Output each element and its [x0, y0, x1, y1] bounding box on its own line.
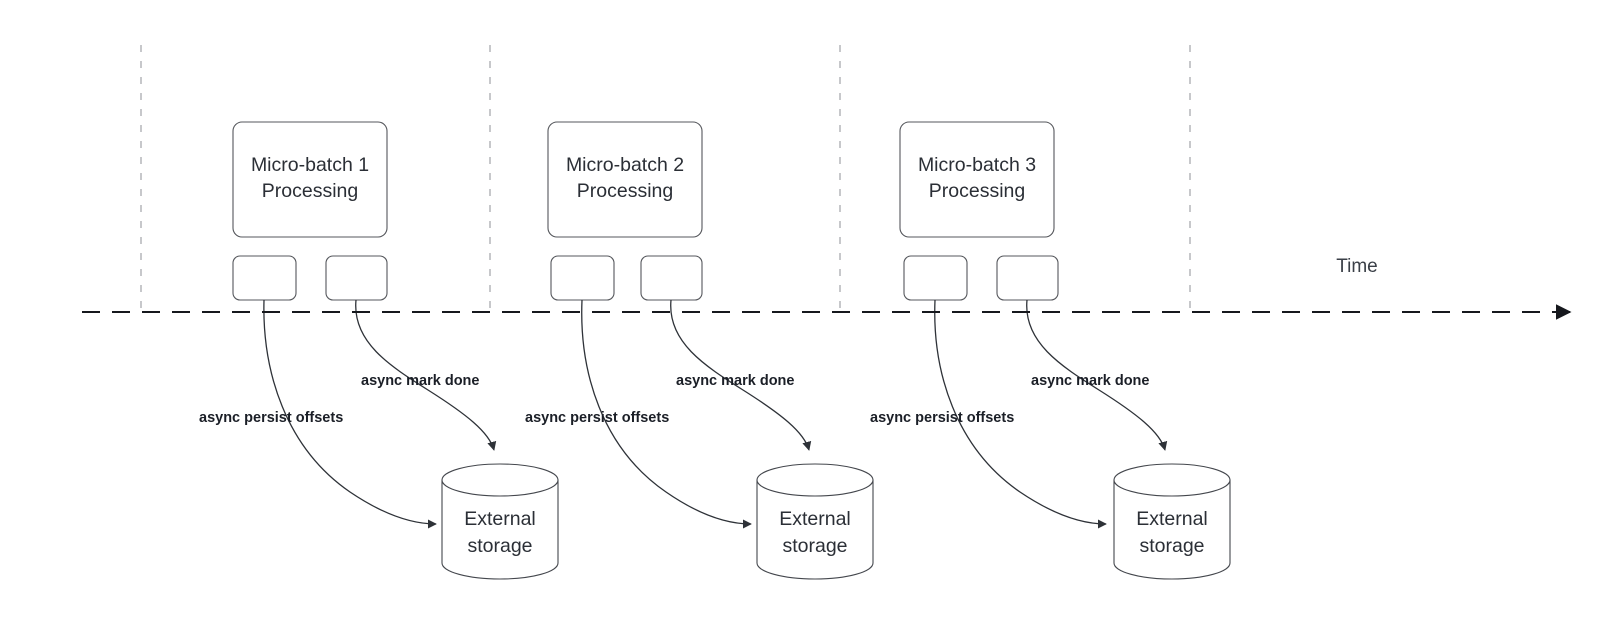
micro-batch-2-label-line2: Processing [577, 180, 673, 202]
external-storage-cylinder-3[interactable] [1113, 463, 1231, 580]
external-storage-2-label-line1: External [779, 508, 851, 530]
external-storage-cylinder-2[interactable] [756, 463, 874, 580]
async-mark-done-label-1: async mark done [361, 373, 479, 389]
micro-batch-3-label-line2: Processing [929, 180, 1025, 202]
micro-batch-3-label-line1: Micro-batch 3 [918, 154, 1036, 176]
timeline-boundary-ticks [140, 45, 1191, 312]
async-mark-done-arrow-1 [355, 299, 497, 451]
async-persist-offsets-arrow-1 [263, 299, 437, 529]
micro-batch-group-1: Micro-batch 1 Processing async persist o… [199, 121, 559, 580]
micro-batch-3-marker-a[interactable] [903, 255, 968, 301]
micro-batch-3-box[interactable] [899, 121, 1055, 238]
micro-batch-group-2: Micro-batch 2 Processing async persist o… [525, 121, 874, 580]
external-storage-1-label-line2: storage [467, 535, 532, 557]
external-storage-1-label-line1: External [464, 508, 536, 530]
async-persist-offsets-label-1: async persist offsets [199, 410, 343, 426]
micro-batch-2-marker-a[interactable] [550, 255, 615, 301]
async-persist-offsets-label-3: async persist offsets [870, 410, 1014, 426]
micro-batch-1-box[interactable] [232, 121, 388, 238]
async-persist-offsets-arrow-3 [934, 299, 1107, 529]
async-mark-done-label-2: async mark done [676, 373, 794, 389]
micro-batch-2-label-line1: Micro-batch 2 [566, 154, 684, 176]
async-mark-done-arrow-3 [1026, 299, 1168, 451]
micro-batch-1-marker-a[interactable] [232, 255, 297, 301]
external-storage-3-label-line2: storage [1139, 535, 1204, 557]
micro-batch-1-marker-b[interactable] [325, 255, 388, 301]
async-persist-offsets-arrow-2 [581, 299, 752, 529]
micro-batch-group-3: Micro-batch 3 Processing async persist o… [870, 121, 1231, 580]
external-storage-2-label-line2: storage [782, 535, 847, 557]
micro-batch-1-label-line2: Processing [262, 180, 358, 202]
micro-batch-3-marker-b[interactable] [996, 255, 1059, 301]
micro-batch-2-marker-b[interactable] [640, 255, 703, 301]
time-axis-label: Time [1336, 256, 1378, 277]
micro-batch-1-label-line1: Micro-batch 1 [251, 154, 369, 176]
async-mark-done-arrow-2 [670, 299, 812, 451]
external-storage-3-label-line1: External [1136, 508, 1208, 530]
async-persist-offsets-label-2: async persist offsets [525, 410, 669, 426]
async-mark-done-label-3: async mark done [1031, 373, 1149, 389]
micro-batch-2-box[interactable] [547, 121, 703, 238]
external-storage-cylinder-1[interactable] [441, 463, 559, 580]
